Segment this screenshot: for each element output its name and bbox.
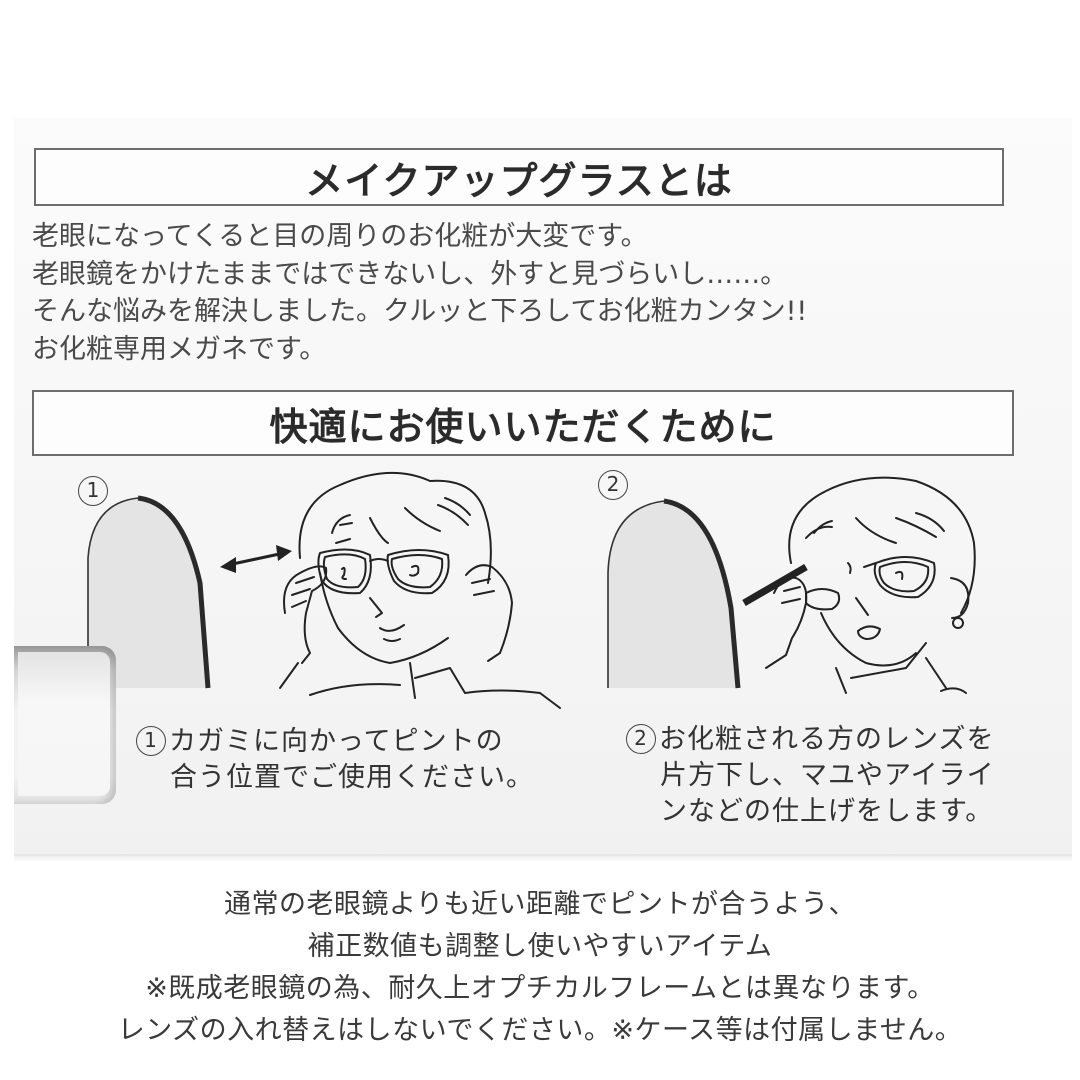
- intro-line: 老眼になってくると目の周りのお化粧が大変です。: [32, 221, 648, 252]
- footer-line: ※既成老眼鏡の為、耐久上オプチカルフレームとは異なります。: [145, 973, 935, 1004]
- man-figure: [279, 472, 561, 709]
- package-window-cutout: [14, 646, 116, 804]
- caption-line: カガミに向かってピントの: [169, 726, 504, 757]
- intro-line: そんな悩みを解決しました。クルッと下ろしてお化粧カンタン!!: [32, 296, 808, 327]
- footer-line: レンズの入れ替えはしないでください。※ケース等は付属しません。: [117, 1015, 963, 1046]
- woman-figure: [765, 476, 976, 694]
- step-1-illustration-mirror-and-man-icon: [87, 472, 561, 709]
- step-2-illustration-mirror-and-woman-icon: [607, 476, 976, 694]
- caption-line: 片方下し、マユやアイライ: [660, 760, 995, 791]
- step-1-number-badge: 1: [78, 476, 108, 506]
- mirror-icon: [607, 498, 741, 689]
- caption-line: お化粧される方のレンズを: [659, 724, 995, 755]
- footer-line: 通常の老眼鏡よりも近い距離でピントが合うよう、: [224, 889, 856, 920]
- step-2-number-badge: 2: [598, 470, 628, 500]
- intro-line: 老眼鏡をかけたままではできないし、外すと見づらいし……。: [32, 258, 788, 290]
- caption-line: ンなどの仕上げをします。: [660, 796, 994, 827]
- heading-text: メイクアップグラスとは: [305, 158, 733, 203]
- double-arrow-icon: [220, 545, 292, 573]
- section-heading-for-comfortable-use: 快適にお使いいただくために: [32, 390, 1014, 456]
- product-description-footer: 通常の老眼鏡よりも近い距離でピントが合うよう、 補正数値も調整し使いやすいアイテ…: [0, 884, 1080, 1052]
- intro-line: お化粧専用メガネです。: [32, 333, 327, 365]
- package-panel-photo: メイクアップグラスとは 老眼になってくると目の周りのお化粧が大変です。 老眼鏡を…: [14, 118, 1072, 862]
- mirror-icon: [87, 495, 211, 689]
- step-2-caption-mark: 2: [626, 724, 656, 754]
- heading-text: 快適にお使いいただくために: [269, 404, 777, 449]
- step-1-caption-mark: 1: [136, 726, 166, 756]
- caption-line: 合う位置でご使用ください。: [170, 762, 534, 793]
- intro-paragraph: 老眼になってくると目の周りのお化粧が大変です。 老眼鏡をかけたままではできないし…: [32, 218, 807, 368]
- eyebrow-pencil-icon: [742, 563, 808, 607]
- section-heading-what-is-makeup-glasses: メイクアップグラスとは: [34, 148, 1004, 206]
- footer-line: 補正数値も調整し使いやすいアイテム: [307, 931, 773, 962]
